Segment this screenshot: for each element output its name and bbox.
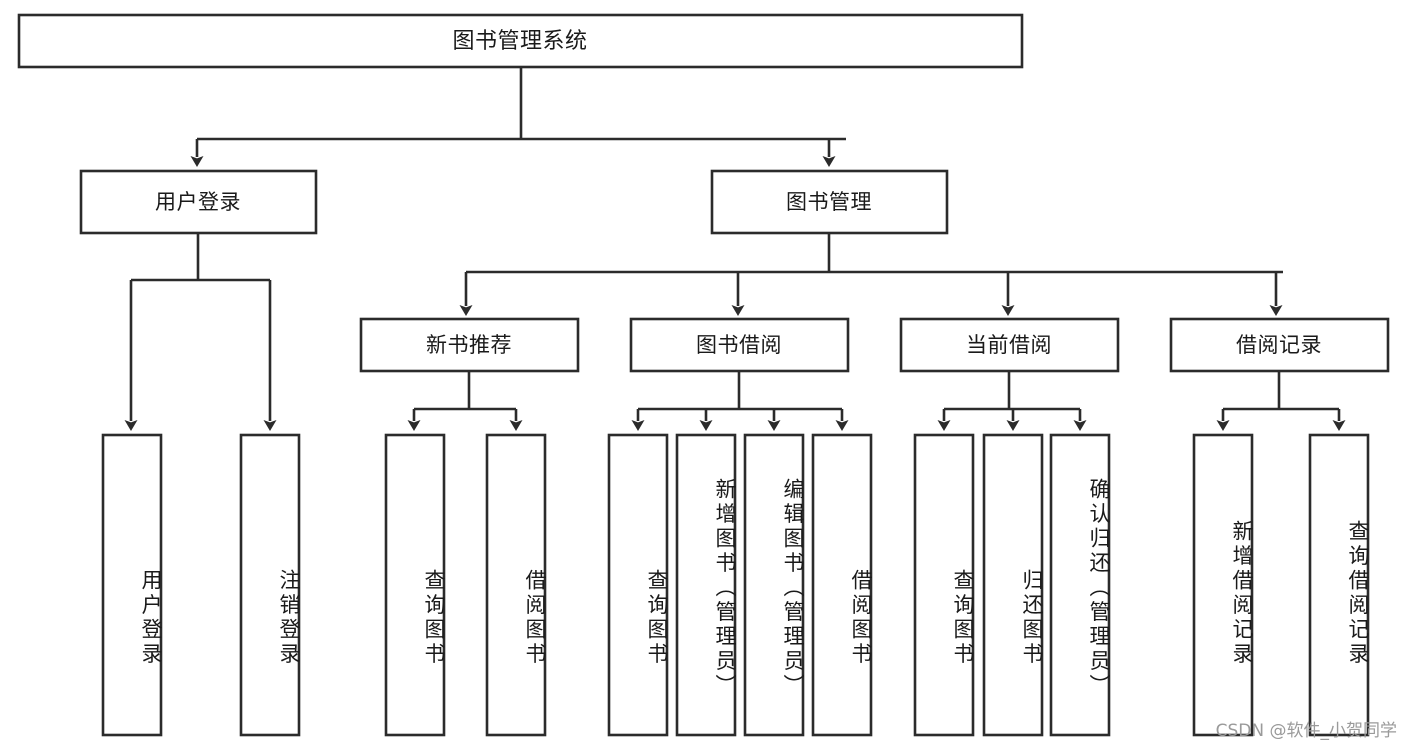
node-user-login[interactable]: 用户登录 xyxy=(79,169,318,235)
leaf-box-current-1[interactable] xyxy=(982,433,1044,737)
node-borrow-records[interactable]: 借阅记录 xyxy=(1169,317,1390,373)
node-book-borrow[interactable]: 图书借阅 xyxy=(629,317,850,373)
edges-book-borrow-to-leaves xyxy=(631,371,849,431)
leaf-box-current-0[interactable] xyxy=(913,433,975,737)
node-book-management[interactable]: 图书管理 xyxy=(710,169,949,235)
edges-borrow-records-to-leaves xyxy=(1216,371,1346,431)
node-new-book-recommend[interactable]: 新书推荐 xyxy=(359,317,580,373)
root-box xyxy=(17,13,1024,69)
book-management-label: 图书管理 xyxy=(786,190,872,214)
book-borrow-label: 图书借阅 xyxy=(696,333,782,357)
leaf-box-records-0[interactable] xyxy=(1192,433,1254,737)
leaf-box-user-login-1[interactable] xyxy=(239,433,301,737)
user-login-label: 用户登录 xyxy=(155,190,241,214)
leaf-box-borrow-0[interactable] xyxy=(607,433,669,737)
current-borrow-label: 当前借阅 xyxy=(966,333,1052,357)
borrow-records-label: 借阅记录 xyxy=(1236,333,1322,357)
borrow-records-box xyxy=(1169,317,1390,373)
edges-new-book-to-leaves xyxy=(407,371,523,431)
edges-user-login-to-leaves xyxy=(124,233,277,431)
leaf-box-new-book-1[interactable] xyxy=(485,433,547,737)
book-borrow-box xyxy=(629,317,850,373)
leaf-box-new-book-0[interactable] xyxy=(384,433,446,737)
current-borrow-box xyxy=(899,317,1120,373)
node-current-borrow[interactable]: 当前借阅 xyxy=(899,317,1120,373)
edges-current-borrow-to-leaves xyxy=(937,371,1087,431)
new-book-recommend-label: 新书推荐 xyxy=(426,333,512,357)
leaf-box-borrow-2[interactable] xyxy=(743,433,805,737)
node-root[interactable]: 图书管理系统 xyxy=(17,13,1024,69)
new-book-recommend-box xyxy=(359,317,580,373)
leaf-box-borrow-3[interactable] xyxy=(811,433,873,737)
leaf-box-current-2[interactable] xyxy=(1049,433,1111,737)
edges-root-to-level2 xyxy=(190,67,846,167)
watermark-text: CSDN @软件_小贺同学 xyxy=(1215,721,1397,741)
root-label: 图书管理系统 xyxy=(452,29,587,54)
book-management-box xyxy=(710,169,949,235)
leaf-box-records-1[interactable] xyxy=(1308,433,1370,737)
leaf-box-borrow-1[interactable] xyxy=(675,433,737,737)
edges-book-mgmt-to-level3 xyxy=(459,233,1283,316)
leaf-box-user-login-0[interactable] xyxy=(101,433,163,737)
